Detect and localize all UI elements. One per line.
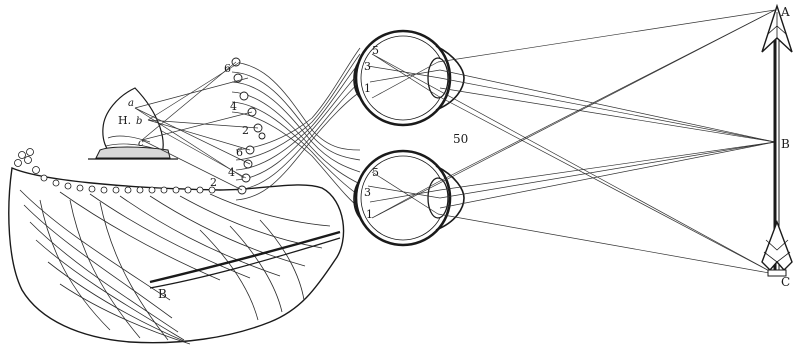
fiber-2-lower: 2	[210, 176, 217, 189]
retina-3-lower: 3	[364, 186, 371, 199]
fiber-2-upper: 2	[242, 124, 249, 137]
arrow-label-middle: B	[781, 137, 790, 151]
point-a-label: a	[128, 98, 134, 109]
retina-1-lower: 1	[366, 208, 373, 221]
arrow-label-bottom: C	[781, 275, 790, 289]
retina-3-upper: 3	[364, 60, 371, 73]
retina-5-lower: 5	[372, 166, 379, 179]
cerebellum-mass	[9, 149, 344, 345]
point-b-label: b	[136, 116, 142, 127]
arrow-label-top: A	[780, 5, 790, 19]
fiber-6-upper: 6	[224, 62, 231, 75]
retina-5-upper: 5	[372, 44, 379, 57]
figure-number: 50	[453, 132, 468, 146]
point-c-label: c	[138, 138, 144, 149]
fiber-4-lower: 4	[228, 166, 235, 179]
hemisphere-label: H.	[118, 114, 131, 127]
cerebellum-label: B	[158, 287, 167, 301]
retina-1-upper: 1	[364, 82, 371, 95]
optic-chiasm	[232, 48, 360, 208]
fiber-6-lower: 6	[236, 146, 243, 159]
fiber-4-upper: 4	[230, 100, 237, 113]
